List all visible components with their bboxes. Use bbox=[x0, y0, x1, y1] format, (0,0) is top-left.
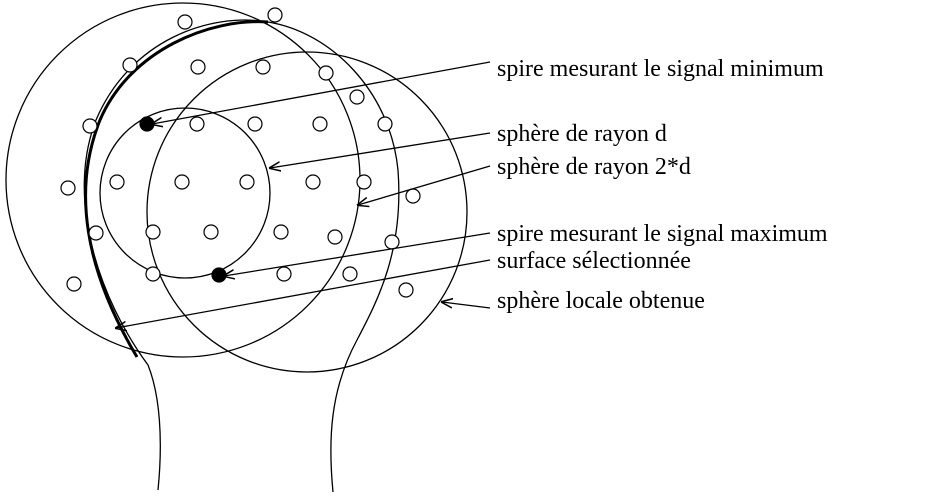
label-sphere-d: sphère de rayon d bbox=[497, 121, 667, 147]
coil-open bbox=[305, 174, 321, 190]
label-coil-max: spire mesurant le signal maximum bbox=[497, 221, 828, 247]
coil-open bbox=[405, 188, 421, 204]
coil-open bbox=[384, 234, 400, 250]
coil-open bbox=[398, 282, 414, 298]
local-sphere bbox=[146, 51, 468, 373]
coil-open bbox=[267, 7, 283, 23]
arrow-sphere-2d bbox=[358, 165, 491, 205]
label-sphere-2d: sphère de rayon 2*d bbox=[497, 154, 691, 180]
arrow-sphere-d bbox=[270, 132, 491, 168]
arrow-local-sphere bbox=[442, 302, 491, 309]
coil-open bbox=[377, 116, 393, 132]
arrow-coil-min bbox=[152, 61, 491, 124]
arrow-surface bbox=[116, 259, 491, 328]
label-surface: surface sélectionnée bbox=[497, 248, 691, 274]
coil-open bbox=[122, 57, 138, 73]
coil-open bbox=[255, 59, 271, 75]
coils-group bbox=[60, 7, 421, 298]
coil-open bbox=[356, 174, 372, 190]
coil-open bbox=[145, 224, 161, 240]
coil-open bbox=[174, 174, 190, 190]
coil-open bbox=[145, 266, 161, 282]
coil-open bbox=[349, 89, 365, 105]
coil-open bbox=[88, 225, 104, 241]
coil-open bbox=[276, 266, 292, 282]
label-local-sphere: sphère locale obtenue bbox=[497, 288, 705, 314]
coil-open bbox=[327, 229, 343, 245]
arrow-coil-max bbox=[224, 232, 491, 276]
coil-open bbox=[189, 116, 205, 132]
coil-open bbox=[342, 266, 358, 282]
coil-open bbox=[60, 180, 76, 196]
coil-open bbox=[247, 116, 263, 132]
coil-open bbox=[312, 116, 328, 132]
coil-open bbox=[318, 65, 334, 81]
coil-open bbox=[82, 118, 98, 134]
coil-min-signal bbox=[139, 116, 155, 132]
label-coil-min: spire mesurant le signal minimum bbox=[497, 56, 824, 82]
coil-open bbox=[66, 276, 82, 292]
sphere-d bbox=[99, 107, 271, 279]
coil-open bbox=[239, 174, 255, 190]
coil-max-signal bbox=[211, 267, 227, 283]
coil-open bbox=[203, 224, 219, 240]
coil-open bbox=[190, 59, 206, 75]
coil-open bbox=[273, 224, 289, 240]
selected-surface bbox=[84, 20, 269, 358]
coil-open bbox=[177, 14, 193, 30]
coil-open bbox=[109, 174, 125, 190]
